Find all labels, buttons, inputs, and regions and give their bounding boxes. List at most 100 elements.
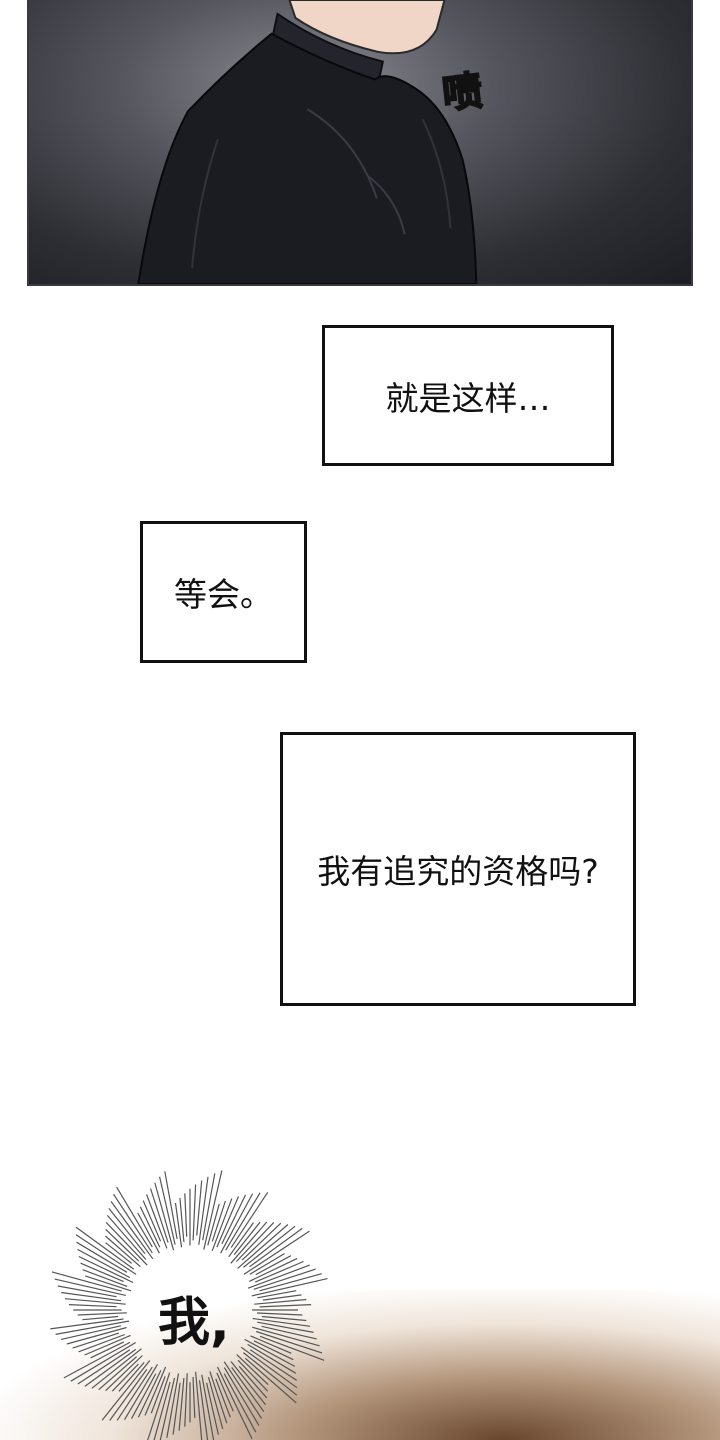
burst-line — [178, 1378, 185, 1431]
burst-line — [241, 1222, 282, 1261]
burst-line — [230, 1191, 269, 1248]
burst-line — [257, 1321, 314, 1333]
burst-line — [216, 1196, 240, 1248]
burst-line — [230, 1361, 267, 1406]
burst-line — [105, 1228, 140, 1262]
burst-line — [149, 1188, 169, 1243]
burst-line — [105, 1235, 141, 1268]
dialogue-line-3: 我有追究的资格吗? — [317, 852, 599, 891]
burst-line — [106, 1215, 147, 1260]
burst-line — [75, 1226, 135, 1270]
burst-line — [223, 1373, 257, 1433]
burst-line — [216, 1366, 253, 1440]
top-comic-panel: 啧 — [27, 0, 693, 286]
shout-text: 我, — [158, 1293, 230, 1353]
burst-line — [196, 1180, 203, 1236]
burst-line — [108, 1208, 146, 1254]
burst-line — [82, 1315, 119, 1321]
burst-line — [257, 1290, 297, 1299]
burst-line — [254, 1260, 304, 1283]
burst-line — [153, 1381, 171, 1440]
shout-burst-lines — [50, 1170, 328, 1440]
burst-line — [50, 1318, 124, 1330]
burst-line — [192, 1184, 197, 1241]
burst-line — [253, 1340, 294, 1361]
burst-line — [243, 1352, 298, 1396]
burst-line — [244, 1338, 296, 1367]
burst-line — [84, 1334, 131, 1356]
burst-line — [159, 1176, 176, 1245]
burst-line — [84, 1348, 137, 1387]
burst-line — [259, 1304, 312, 1308]
burst-line — [144, 1366, 167, 1416]
burst-line — [206, 1382, 219, 1435]
burst-line — [98, 1356, 137, 1391]
burst-line — [192, 1376, 196, 1418]
burst-line — [249, 1257, 298, 1282]
burst-line — [70, 1341, 137, 1382]
sound-effect-text: 啧 — [439, 67, 486, 119]
burst-line — [85, 1275, 132, 1292]
burst-line — [78, 1255, 134, 1284]
burst-line — [139, 1206, 161, 1248]
burst-line — [109, 1369, 148, 1421]
burst-line — [216, 1372, 234, 1412]
burst-line — [230, 1221, 268, 1264]
burst-line — [101, 1360, 151, 1421]
burst-line — [142, 1200, 162, 1242]
burst-line — [112, 1193, 153, 1254]
burst-line — [51, 1271, 122, 1292]
burst-line — [184, 1373, 188, 1427]
burst-line — [123, 1363, 159, 1421]
burst-line — [76, 1241, 128, 1273]
burst-line — [256, 1312, 303, 1316]
dialogue-line-2: 等会。 — [174, 575, 273, 614]
burst-line — [154, 1182, 175, 1251]
burst-line — [90, 1341, 125, 1359]
burst-line — [244, 1357, 297, 1404]
burst-line — [60, 1325, 122, 1340]
burst-line — [251, 1278, 328, 1297]
burst-line — [63, 1341, 131, 1379]
burst-line — [195, 1371, 203, 1440]
burst-line — [116, 1186, 153, 1248]
burst-line — [66, 1326, 127, 1345]
burst-line — [237, 1224, 289, 1269]
burst-line — [72, 1332, 120, 1349]
speech-box-1: 就是这样… — [322, 325, 614, 466]
burst-line — [252, 1326, 320, 1347]
burst-line — [64, 1298, 126, 1305]
burst-line — [130, 1373, 157, 1419]
burst-line — [247, 1343, 297, 1374]
burst-line — [255, 1255, 292, 1276]
burst-line — [77, 1349, 131, 1385]
burst-line — [68, 1304, 117, 1308]
burst-line — [250, 1335, 292, 1354]
burst-line — [91, 1348, 142, 1389]
burst-line — [159, 1377, 176, 1440]
burst-line — [231, 1367, 265, 1412]
burst-line — [55, 1320, 130, 1335]
suited-man-illustration — [137, 0, 478, 284]
burst-line — [243, 1230, 310, 1275]
speech-box-3: 我有追究的资格吗? — [280, 732, 636, 1006]
burst-line — [237, 1359, 269, 1392]
burst-line — [228, 1222, 254, 1258]
burst-line — [207, 1203, 220, 1246]
burst-line — [105, 1355, 143, 1392]
burst-line — [164, 1171, 178, 1240]
burst-line — [223, 1367, 260, 1426]
burst-line — [233, 1221, 261, 1255]
burst-line — [261, 1315, 307, 1322]
burst-line — [259, 1335, 325, 1361]
burst-line — [118, 1362, 145, 1392]
burst-line — [137, 1212, 160, 1254]
burst-line — [249, 1349, 298, 1381]
burst-line — [249, 1227, 303, 1268]
burst-line — [209, 1371, 228, 1424]
burst-line — [236, 1354, 269, 1386]
burst-line — [82, 1269, 128, 1287]
burst-line — [166, 1373, 180, 1439]
burst-line — [61, 1291, 122, 1302]
burst-line — [253, 1268, 316, 1290]
